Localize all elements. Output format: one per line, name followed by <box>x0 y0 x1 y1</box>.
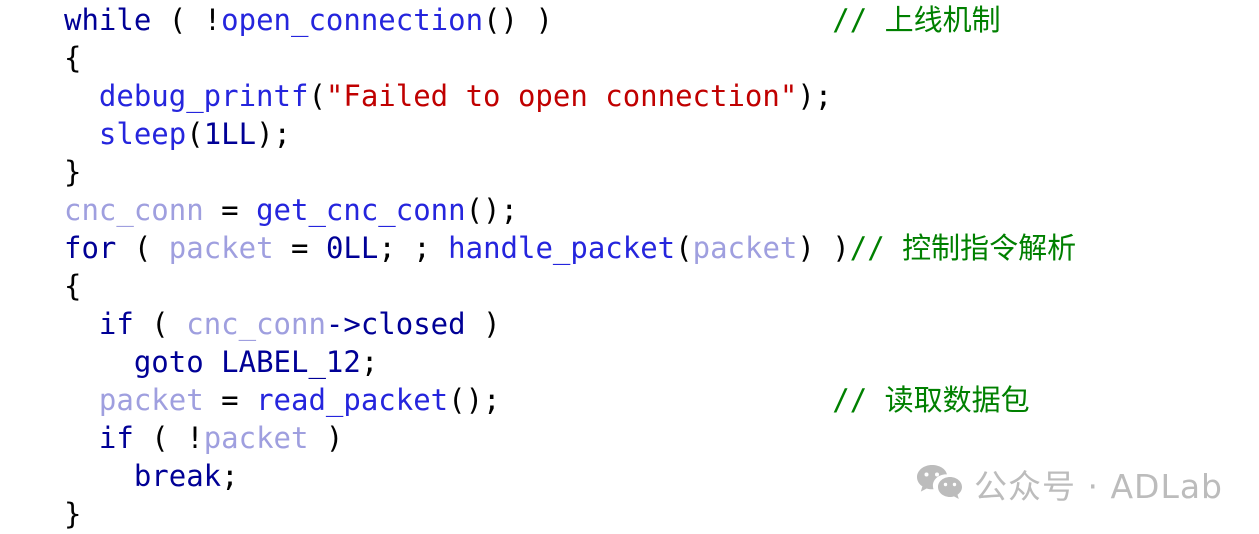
code-token-pn <box>64 421 99 455</box>
code-token-pn: ); <box>797 79 833 113</box>
code-token-pn <box>553 3 832 37</box>
watermark-text: 公众号 · ADLab <box>973 467 1223 506</box>
code-line: { <box>64 267 1076 305</box>
code-token-fn: handle_packet <box>448 231 676 265</box>
code-token-fn: sleep <box>98 117 187 151</box>
code-token-pn: } <box>64 497 82 531</box>
code-token-fn: debug_printf <box>98 79 309 113</box>
code-token-pn <box>501 383 833 417</box>
code-token-pn: } <box>64 155 82 189</box>
code-line: for ( packet = 0LL; ; handle_packet(pack… <box>64 229 1076 267</box>
code-token-pn: ) ) <box>797 231 850 265</box>
code-token-pn: (); <box>465 193 518 227</box>
code-token-pn: = <box>273 231 326 265</box>
code-token-pn: ( <box>675 231 693 265</box>
wechat-icon <box>916 463 962 505</box>
code-token-pn: = <box>203 383 257 417</box>
code-token-pn <box>64 345 134 379</box>
code-token-kw: while <box>64 3 152 37</box>
code-token-var: packet <box>203 421 309 455</box>
code-token-num: 1LL <box>203 117 257 151</box>
code-line: goto LABEL_12; <box>64 343 1076 381</box>
code-token-pn <box>64 383 99 417</box>
code-line: } <box>64 495 1076 533</box>
code-line: while ( !open_connection() ) // 上线机制 <box>64 1 1076 39</box>
code-view[interactable]: while ( !open_connection() ) // 上线机制{ de… <box>64 1 1076 533</box>
code-token-var: cnc_conn <box>64 193 204 227</box>
code-token-pn: ( ! <box>151 3 222 37</box>
code-token-var: packet <box>98 383 204 417</box>
code-token-pn: (); <box>448 383 501 417</box>
code-token-pn: ; <box>360 345 379 379</box>
code-token-kw: goto <box>133 345 204 379</box>
code-token-mem: ->closed <box>325 307 466 341</box>
code-token-cm: // 上线机制 <box>832 3 1001 37</box>
code-token-pn <box>64 117 99 151</box>
code-line: } <box>64 153 1076 191</box>
code-token-kw: for <box>64 231 117 265</box>
watermark: 公众号 · ADLab <box>916 460 1223 508</box>
code-token-fn: read_packet <box>256 383 449 417</box>
code-token-pn <box>64 307 99 341</box>
code-token-var: packet <box>692 231 798 265</box>
code-token-kw: break <box>133 459 222 493</box>
code-token-fn: open_connection <box>221 3 484 37</box>
code-token-pn <box>64 459 134 493</box>
code-token-kw: if <box>98 307 134 341</box>
code-token-cm: // 读取数据包 <box>832 383 1030 417</box>
code-token-pn: ); <box>256 117 292 151</box>
code-token-pn: ) <box>465 307 501 341</box>
code-line: if ( cnc_conn->closed ) <box>64 305 1076 343</box>
code-token-pn: ( <box>308 79 326 113</box>
code-token-pn: { <box>64 41 82 75</box>
code-line: if ( !packet ) <box>64 419 1076 457</box>
code-line: packet = read_packet(); // 读取数据包 <box>64 381 1076 419</box>
code-token-fn: get_cnc_conn <box>256 193 466 227</box>
code-token-pn: ( <box>133 307 187 341</box>
code-token-pn: ( <box>116 231 169 265</box>
code-token-var: packet <box>168 231 274 265</box>
code-line: sleep(1LL); <box>64 115 1076 153</box>
code-token-pn: () ) <box>483 3 553 37</box>
code-token-pn: ) <box>308 421 344 455</box>
code-token-pn: { <box>64 269 82 303</box>
code-token-pn <box>64 79 99 113</box>
code-line: debug_printf("Failed to open connection"… <box>64 77 1076 115</box>
code-token-pn: ; ; <box>378 231 449 265</box>
code-line: break; <box>64 457 1076 495</box>
code-token-pn: ; <box>221 459 239 493</box>
code-token-kw: if <box>98 421 134 455</box>
code-line: { <box>64 39 1076 77</box>
code-token-str: "Failed to open connection" <box>325 79 798 113</box>
code-token-lbl: LABEL_12 <box>221 345 361 379</box>
code-token-cm: // 控制指令解析 <box>849 231 1077 265</box>
code-token-pn: ( <box>186 117 204 151</box>
code-token-pn <box>204 345 221 379</box>
code-token-pn: = <box>203 193 257 227</box>
code-token-num: 0LL <box>325 231 379 265</box>
code-token-var: cnc_conn <box>186 307 326 341</box>
code-line: cnc_conn = get_cnc_conn(); <box>64 191 1076 229</box>
code-token-pn: ( ! <box>133 421 204 455</box>
